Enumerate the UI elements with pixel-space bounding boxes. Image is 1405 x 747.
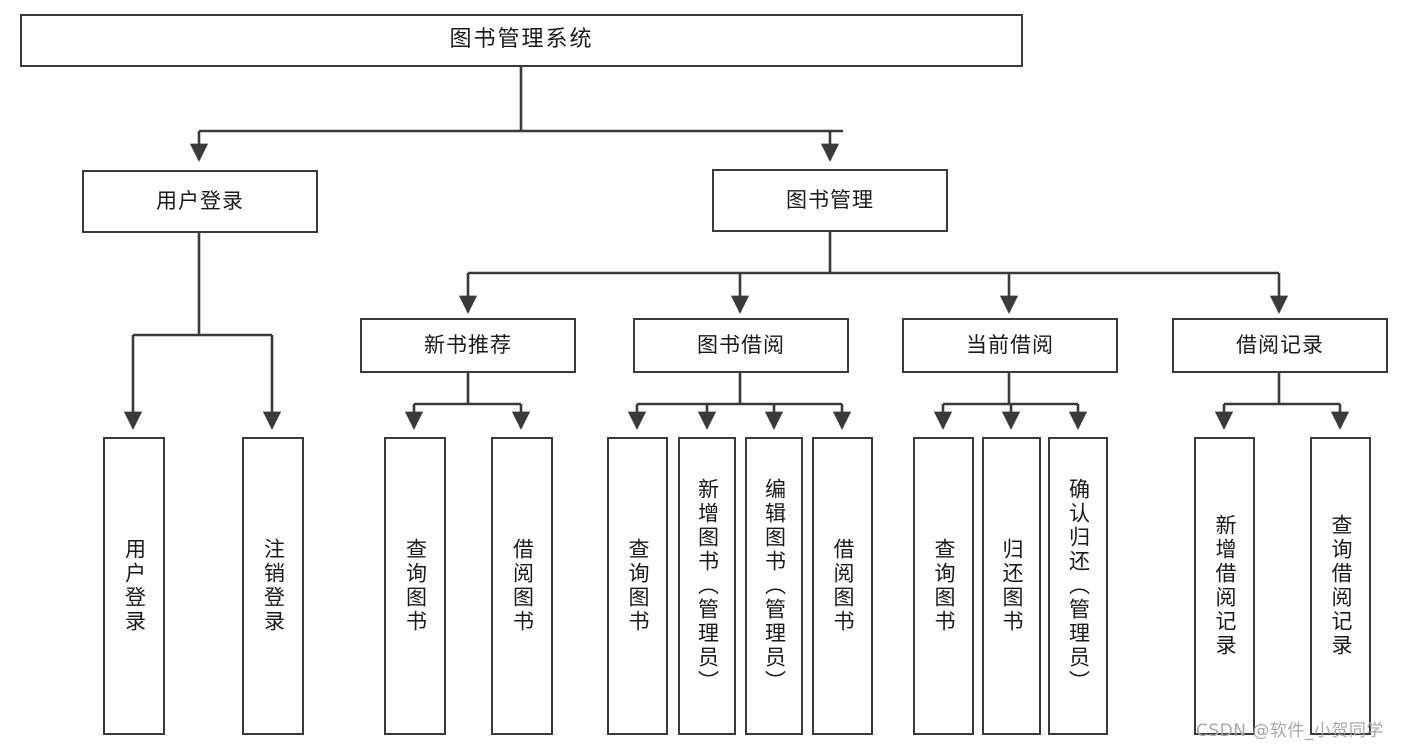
node-leaf-query-book-1[interactable]: 查询图书: [384, 437, 446, 735]
node-current-borrow-label: 当前借阅: [966, 332, 1054, 357]
node-leaf-return-book[interactable]: 归还图书: [982, 437, 1041, 735]
node-new-book-rec[interactable]: 新书推荐: [360, 318, 576, 373]
node-leaf-edit-book[interactable]: 编辑图书（管理员）: [745, 437, 803, 735]
node-leaf-query-book-2-label: 查询图书: [626, 538, 651, 634]
node-book-manage[interactable]: 图书管理: [712, 169, 948, 232]
node-root-label: 图书管理系统: [449, 27, 594, 53]
node-leaf-add-book-label: 新增图书（管理员）: [695, 478, 720, 694]
node-user-login-label: 用户登录: [156, 188, 244, 213]
node-leaf-borrow-book-1-label: 借阅图书: [510, 538, 535, 634]
node-leaf-borrow-book-1[interactable]: 借阅图书: [491, 437, 553, 735]
node-leaf-query-book-3[interactable]: 查询图书: [913, 437, 974, 735]
node-leaf-borrow-book-2[interactable]: 借阅图书: [812, 437, 873, 735]
node-leaf-borrow-book-2-label: 借阅图书: [831, 538, 856, 634]
node-leaf-query-book-3-label: 查询图书: [932, 538, 957, 634]
node-leaf-add-record-label: 新增借阅记录: [1213, 514, 1238, 658]
node-leaf-return-book-label: 归还图书: [1000, 538, 1025, 634]
node-leaf-query-book-2[interactable]: 查询图书: [607, 437, 668, 735]
node-current-borrow[interactable]: 当前借阅: [902, 318, 1118, 373]
node-root[interactable]: 图书管理系统: [20, 14, 1023, 67]
node-leaf-confirm-return-label: 确认归还（管理员）: [1066, 478, 1091, 694]
node-leaf-user-login[interactable]: 用户登录: [103, 437, 165, 735]
node-leaf-query-book-1-label: 查询图书: [403, 538, 428, 634]
node-borrow-record[interactable]: 借阅记录: [1172, 318, 1388, 373]
csdn-watermark: CSDN @软件_小贺同学: [1196, 721, 1384, 741]
node-leaf-confirm-return[interactable]: 确认归还（管理员）: [1048, 437, 1108, 735]
node-book-borrow-label: 图书借阅: [697, 332, 785, 357]
node-user-login[interactable]: 用户登录: [82, 170, 318, 233]
node-leaf-add-book[interactable]: 新增图书（管理员）: [678, 437, 736, 735]
node-leaf-query-record[interactable]: 查询借阅记录: [1310, 437, 1371, 735]
node-leaf-user-logout[interactable]: 注销登录: [242, 437, 304, 735]
node-book-borrow[interactable]: 图书借阅: [633, 318, 849, 373]
node-leaf-add-record[interactable]: 新增借阅记录: [1194, 437, 1255, 735]
node-borrow-record-label: 借阅记录: [1236, 332, 1324, 357]
node-leaf-user-login-label: 用户登录: [122, 538, 147, 634]
node-new-book-rec-label: 新书推荐: [424, 332, 512, 357]
node-book-manage-label: 图书管理: [786, 187, 874, 212]
node-leaf-edit-book-label: 编辑图书（管理员）: [762, 478, 787, 694]
node-leaf-query-record-label: 查询借阅记录: [1329, 514, 1354, 658]
node-leaf-user-logout-label: 注销登录: [261, 538, 286, 634]
